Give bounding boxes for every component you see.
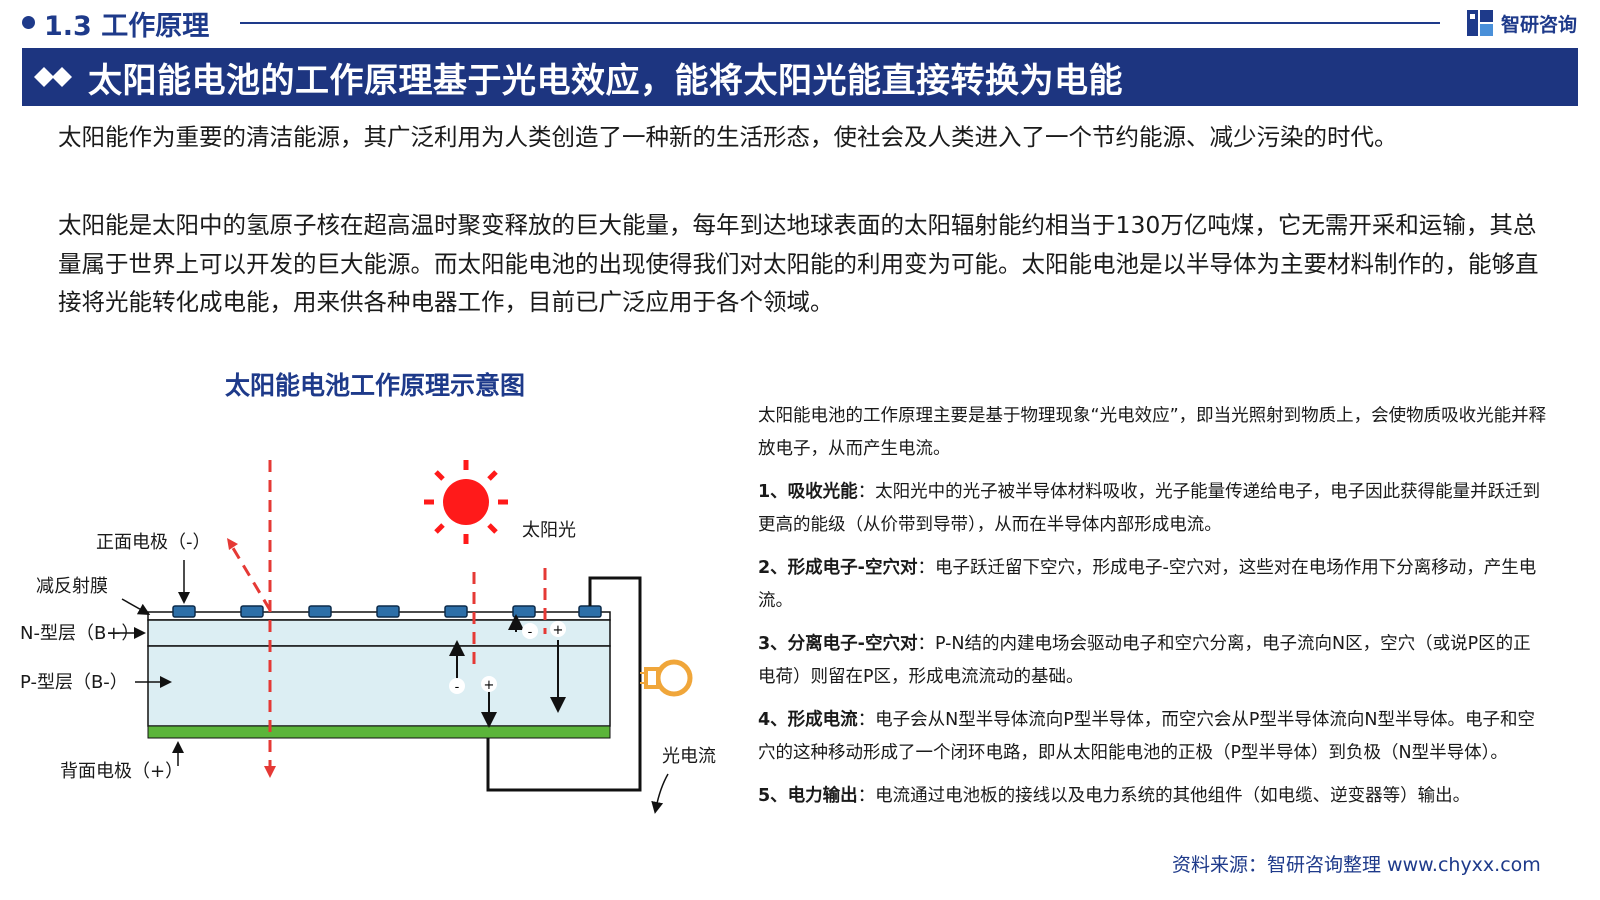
label-n-type-layer: N-型层（B+） (20, 623, 139, 644)
brand-logo-icon (1467, 10, 1493, 36)
solar-cell-diagram: - + - + 正面电极（-） 减反射膜 N-型层（B+） P-型层（B-） 背… (20, 460, 716, 814)
electron-marker (449, 678, 465, 694)
source-note: 资料来源：智研咨询整理 www.chyxx.com (1172, 854, 1541, 876)
hole-marker (481, 676, 497, 692)
label-anti-reflective-film: 减反射膜 (36, 576, 108, 597)
hole-marker (550, 621, 566, 637)
electron-sign: - (455, 680, 460, 695)
ray-arrowhead (227, 538, 238, 550)
label-front-electrode: 正面电极（-） (96, 532, 211, 553)
brand-logo: 智研咨询 (1465, 8, 1577, 38)
header-divider (240, 22, 1440, 24)
light-rays (228, 460, 547, 772)
explanation-item: 1、吸收光能：太阳光中的光子被半导体材料吸收，光子能量传递给电子，电子因此获得能… (758, 476, 1548, 542)
label-p-type-layer: P-型层（B-） (20, 672, 128, 693)
hole-sign: + (553, 623, 564, 638)
sun-icon (424, 460, 508, 544)
item-heading: 5、电力输出 (758, 786, 858, 806)
ray-arrowhead (264, 766, 276, 778)
item-heading: 4、形成电流 (758, 710, 858, 730)
page-title: 太阳能电池的工作原理基于光电效应，能将太阳光能直接转换为电能 (88, 60, 1123, 101)
explanation-item: 4、形成电流：电子会从N型半导体流向P型半导体，而空穴会从P型半导体流向N型半导… (758, 704, 1548, 770)
electron-sign: - (528, 625, 533, 640)
n-type-layer (147, 619, 611, 647)
brand-name: 智研咨询 (1501, 13, 1578, 36)
diagram-title: 太阳能电池工作原理示意图 (225, 371, 526, 400)
p-type-layer (147, 645, 611, 727)
item-heading: 1、吸收光能 (758, 482, 858, 502)
explanation-item: 5、电力输出：电流通过电池板的接线以及电力系统的其他组件（如电缆、逆变器等）输出… (758, 780, 1548, 813)
section-heading: 1.3 工作原理 (44, 11, 210, 42)
section-bullet (22, 16, 35, 29)
title-bar: 太阳能电池的工作原理基于光电效应，能将太阳光能直接转换为电能 (22, 48, 1578, 106)
item-body: ：电流通过电池板的接线以及电力系统的其他组件（如电缆、逆变器等）输出。 (857, 786, 1471, 806)
explanation-panel: 太阳能电池的工作原理主要是基于物理现象“光电效应”，即当光照射到物质上，会使物质… (758, 400, 1548, 823)
item-body: ：太阳光中的光子被半导体材料吸收，光子能量传递给电子，电子因此获得能量并跃迁到更… (758, 482, 1541, 535)
explanation-item: 3、分离电子-空穴对：P-N结的内建电场会驱动电子和空穴分离，电子流向N区，空穴… (758, 628, 1548, 694)
explanation-intro: 太阳能电池的工作原理主要是基于物理现象“光电效应”，即当光照射到物质上，会使物质… (758, 406, 1547, 459)
label-back-electrode: 背面电极（+） (60, 761, 183, 782)
intro-paragraph-2: 太阳能是太阳中的氢原子核在超高温时聚变释放的巨大能量，每年到达地球表面的太阳辐射… (58, 211, 1539, 316)
diamond-icon (34, 67, 72, 87)
intro-paragraph-1: 太阳能作为重要的清洁能源，其广泛利用为人类创造了一种新的生活形态，使社会及人类进… (58, 123, 1398, 151)
back-electrode-layer (147, 725, 611, 739)
item-body: ：电子会从N型半导体流向P型半导体，而空穴会从P型半导体流向N型半导体。电子和空… (758, 710, 1535, 763)
label-sunlight: 太阳光 (522, 520, 576, 541)
hole-sign: + (484, 678, 495, 693)
item-body: ：电子跃迁留下空穴，形成电子-空穴对，这些对在电场作用下分离移动，产生电流。 (758, 558, 1537, 611)
electron-marker (522, 623, 538, 639)
item-heading: 3、分离电子-空穴对 (758, 634, 918, 654)
bulb-icon (640, 659, 693, 697)
item-body: ：P-N结的内建电场会驱动电子和空穴分离，电子流向N区，空穴（或说P区的正电荷）… (758, 634, 1531, 687)
label-photocurrent: 光电流 (662, 746, 716, 767)
explanation-item: 2、形成电子-空穴对：电子跃迁留下空穴，形成电子-空穴对，这些对在电场作用下分离… (758, 552, 1548, 618)
item-heading: 2、形成电子-空穴对 (758, 558, 918, 578)
